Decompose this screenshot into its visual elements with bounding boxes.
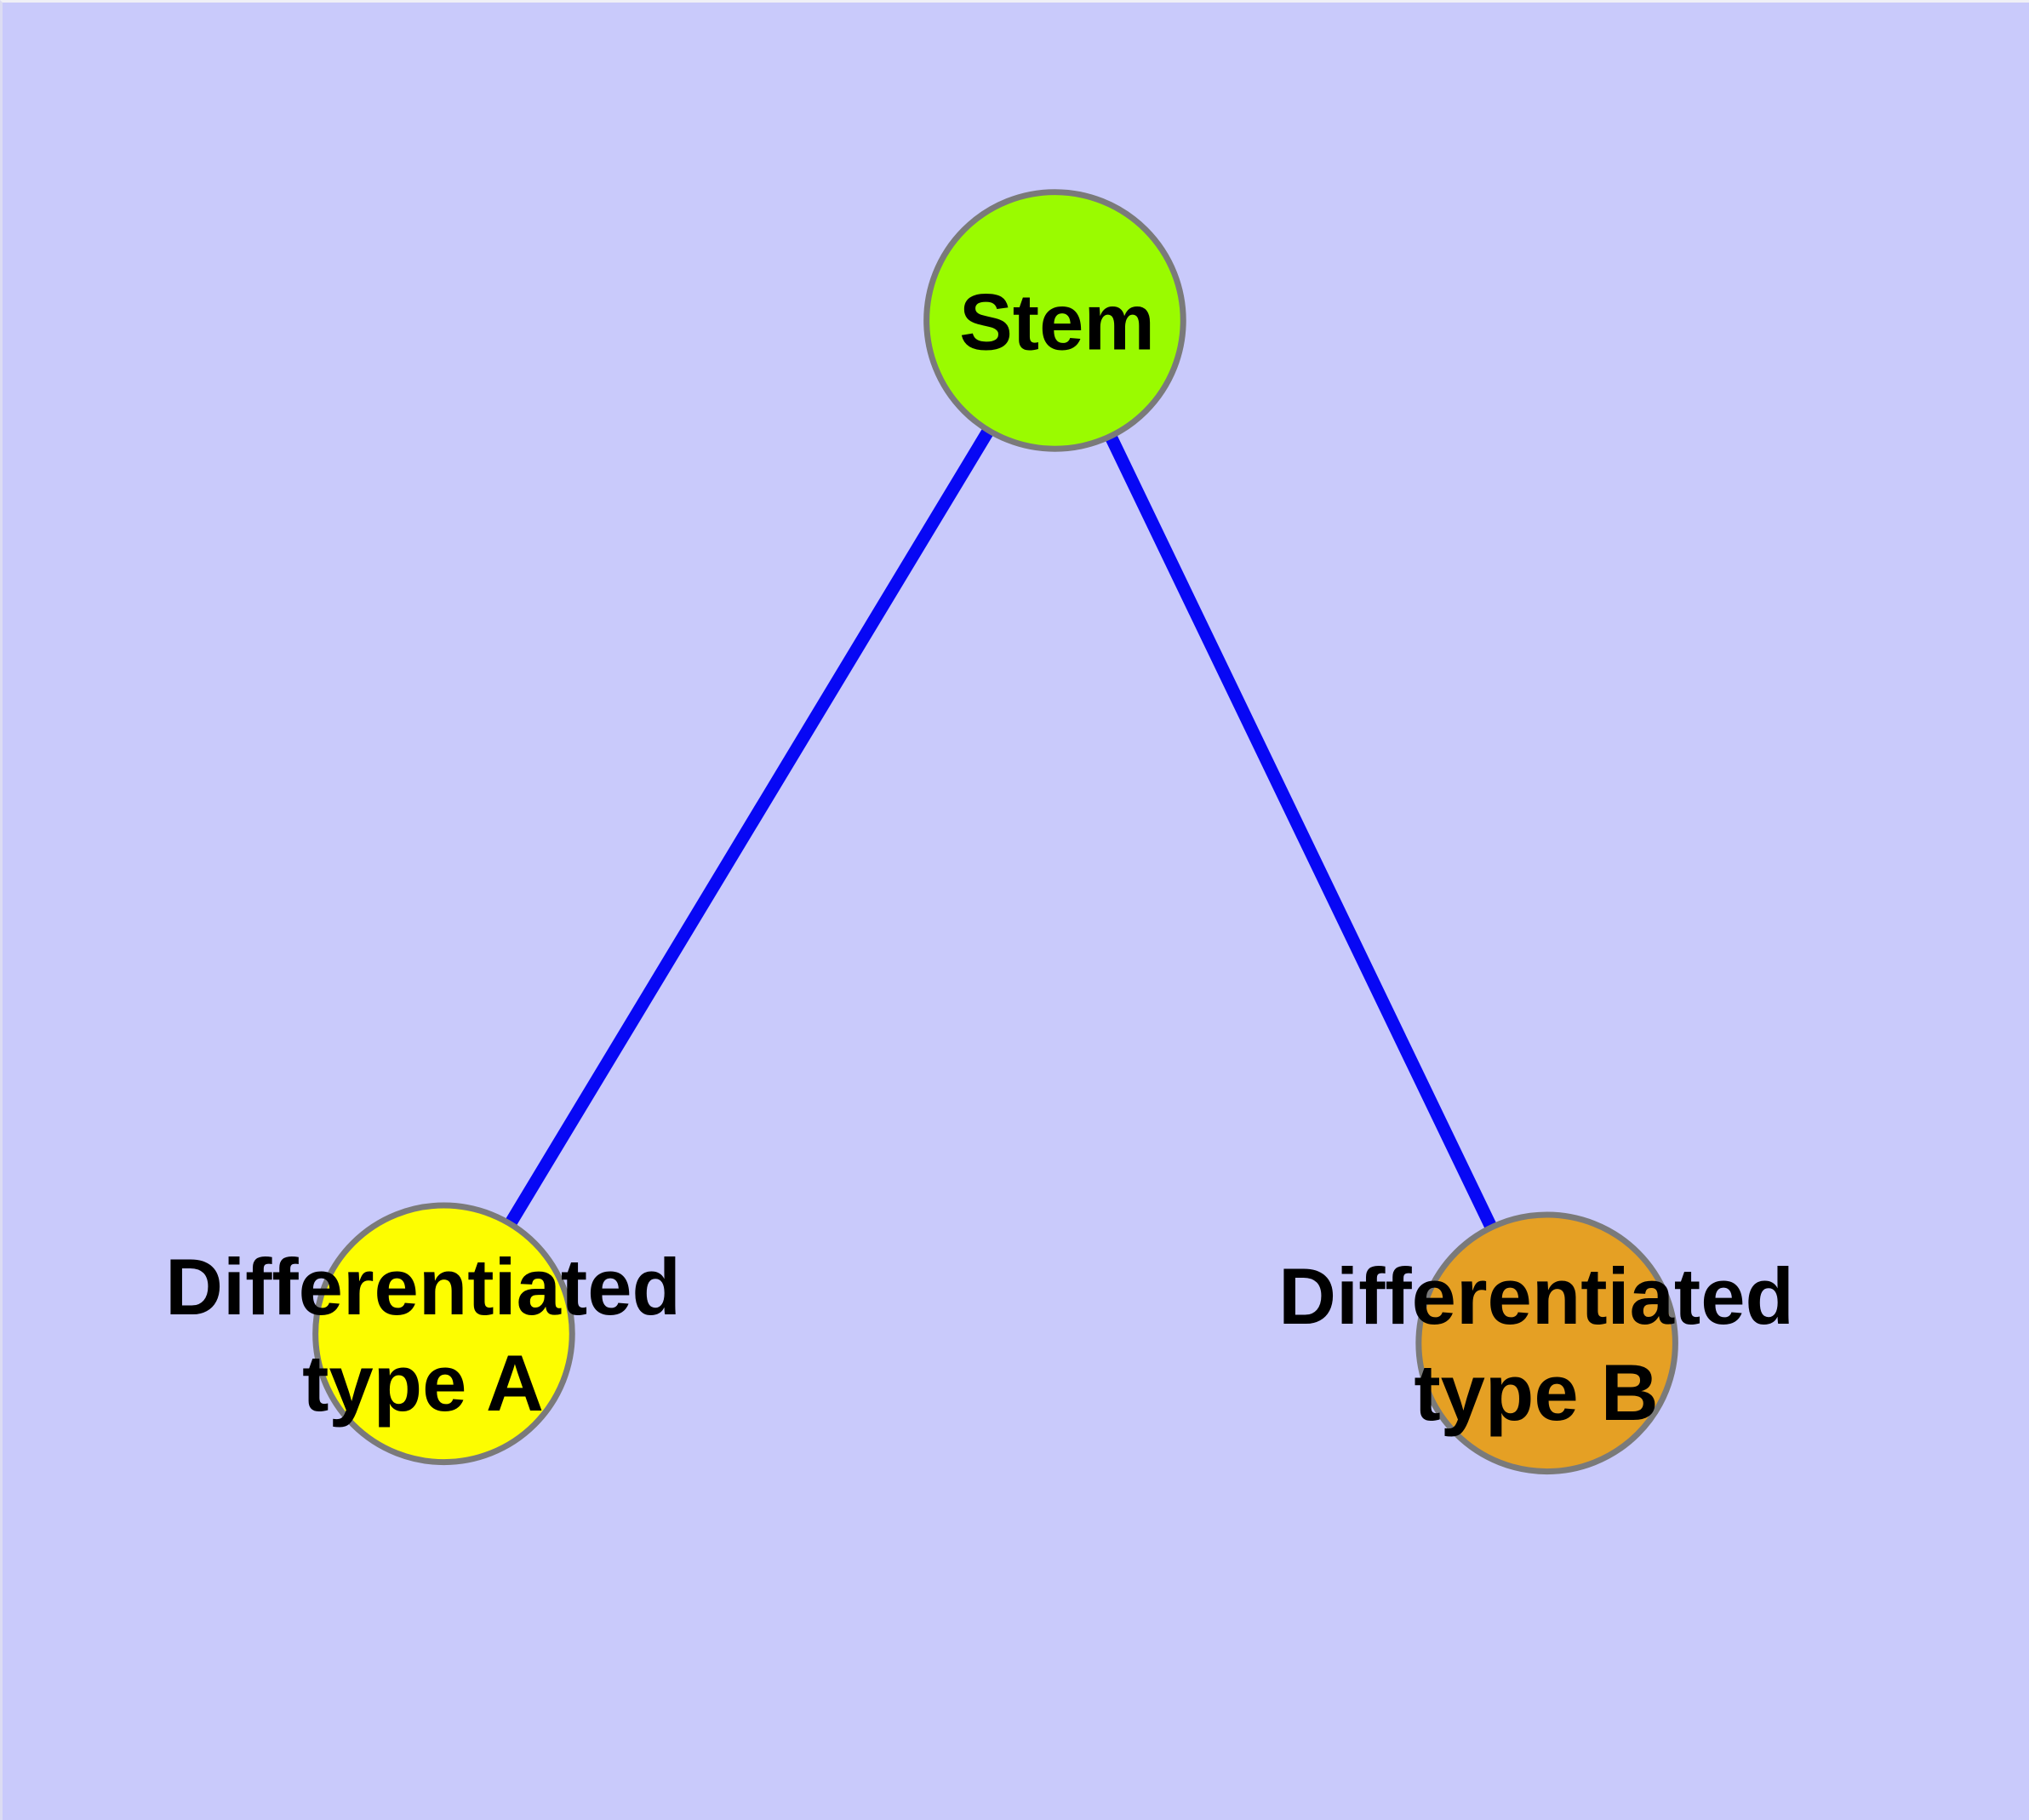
edge-stem-to-type-b [1049, 318, 1553, 1347]
node-differentiated-type-b-circle [1415, 1211, 1678, 1475]
edge-stem-to-type-a [438, 317, 1060, 1337]
graph-canvas [312, 189, 1678, 1475]
node-differentiated-type-a-circle [312, 1202, 575, 1466]
node-stem-circle [923, 189, 1186, 452]
